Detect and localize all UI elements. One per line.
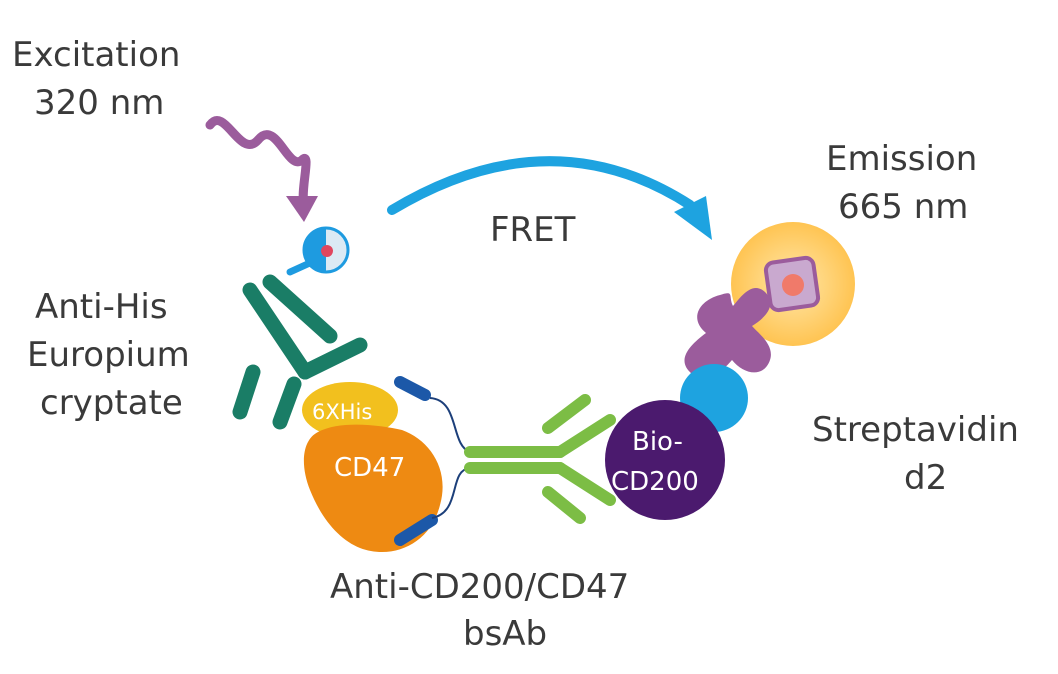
excitation-label: Excitation <box>12 35 180 75</box>
bsab-label: Anti-CD200/CD47 <box>330 567 629 607</box>
streptavidin-label: Streptavidin <box>812 410 1019 450</box>
emission-wavelength-label: 665 nm <box>838 187 968 227</box>
europium-donor-icon <box>286 226 350 276</box>
streptavidin-d2-label: d2 <box>904 458 947 498</box>
bio-cd200-label: Bio- <box>632 427 683 457</box>
bio-cd200-label-2: CD200 <box>611 467 699 497</box>
anti-his-antibody-icon <box>232 274 368 430</box>
d2-acceptor-icon <box>763 255 821 313</box>
excitation-wave-arrow <box>205 116 318 222</box>
bio-cd200-icon <box>605 400 725 520</box>
excitation-wavelength-label: 320 nm <box>34 83 164 123</box>
anti-his-label: Anti-His <box>35 287 168 327</box>
bsab-label-2: bsAb <box>463 614 547 654</box>
bsab-light-chain-icon <box>394 376 438 546</box>
bsab-heavy-chain-icon <box>464 394 616 524</box>
anti-his-europium-label: Europium <box>27 335 190 375</box>
cd47-label: CD47 <box>334 453 405 483</box>
anti-his-cryptate-label: cryptate <box>40 383 183 423</box>
cd47-icon <box>303 424 443 553</box>
his-tag-icon <box>302 382 398 438</box>
fret-arrow <box>387 156 712 240</box>
his-tag-label: 6XHis <box>312 400 372 424</box>
emission-label: Emission <box>826 139 977 179</box>
fret-label: FRET <box>490 210 576 250</box>
